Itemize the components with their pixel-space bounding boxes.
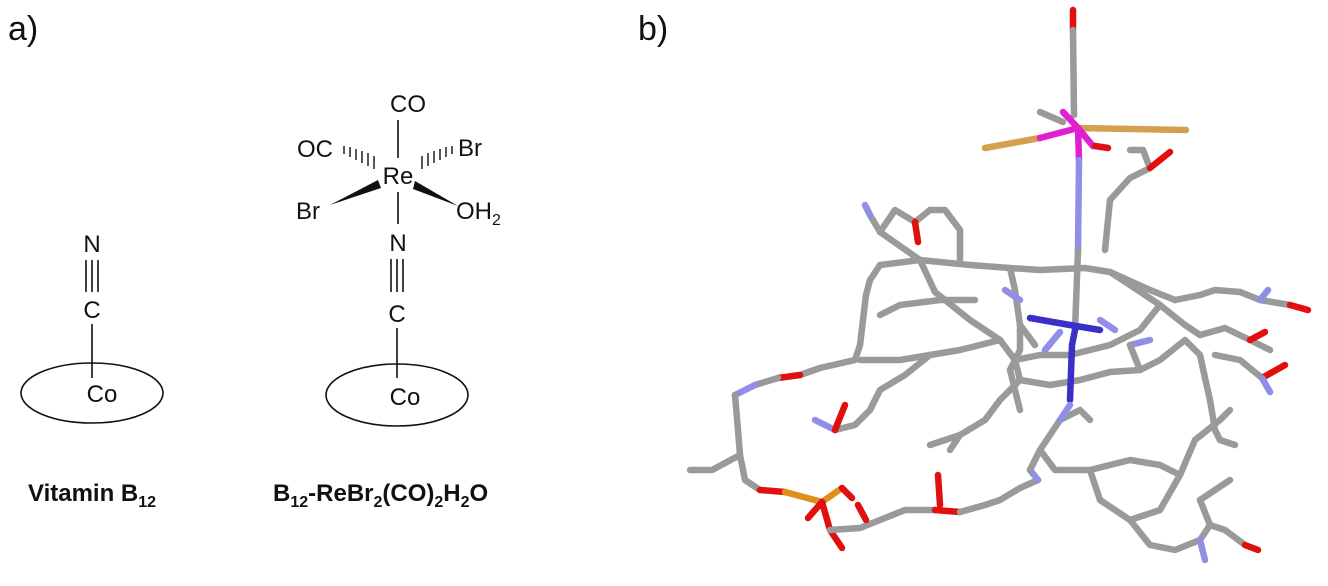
bond-stick <box>756 486 789 496</box>
bond-stick <box>1196 536 1209 564</box>
bond-stick <box>1258 361 1289 382</box>
bond-stick <box>811 416 839 434</box>
bond-stick <box>1066 326 1079 404</box>
metal-re: Re <box>383 163 414 190</box>
bond-stick <box>1036 446 1184 479</box>
complex-atom-c: C <box>388 301 405 328</box>
ligand-oc-left: OC <box>297 136 333 163</box>
bond-stick <box>1206 521 1249 549</box>
bond-stick <box>876 206 934 236</box>
bond-stick <box>838 484 856 502</box>
hashed-wedge-right <box>421 146 453 169</box>
bond-stick <box>1006 321 1024 414</box>
vb12-atom-n: N <box>83 231 100 258</box>
bond-stick <box>1036 301 1164 359</box>
corrin-ring-ellipse <box>325 363 469 427</box>
bond-stick <box>1241 541 1262 554</box>
bond-stick <box>1256 286 1272 304</box>
bond-stick <box>916 256 1044 364</box>
bond-stick <box>1196 476 1234 529</box>
bond-stick <box>1106 268 1204 339</box>
ligand-br-lower-left: Br <box>296 198 320 225</box>
bond-stick <box>1006 264 1039 349</box>
bond-stick <box>818 498 846 552</box>
bond-stick <box>1091 142 1112 152</box>
ligand-oh2: OH2 <box>456 198 501 229</box>
bond-stick <box>686 391 744 474</box>
bond-stick <box>956 476 1042 516</box>
panel-a-label: a) <box>8 10 39 48</box>
bond-stick <box>1211 351 1266 382</box>
bond-stick <box>1176 406 1234 479</box>
bond-stick <box>1041 328 1064 354</box>
panel-b-label: b) <box>638 10 669 48</box>
bond-stick <box>751 374 782 389</box>
bond-stick <box>1126 516 1214 554</box>
vb12-atom-c: C <box>83 297 100 324</box>
bond-stick <box>796 261 884 379</box>
bond-stick <box>831 406 874 434</box>
rhenium-complex-structure: CO OC Br Re Br OH2 N C Co B12-ReBr2(CO)2… <box>273 91 501 511</box>
bond-stick <box>831 401 849 434</box>
bond-stick <box>1036 124 1082 142</box>
bond-stick <box>1101 146 1154 254</box>
bond-stick <box>1086 466 1184 524</box>
bond-stick <box>854 501 870 524</box>
bond-stick <box>804 498 826 522</box>
bond-stick <box>781 484 846 506</box>
bond-stick <box>1126 336 1154 349</box>
bond-stick <box>861 201 874 219</box>
bond-stick <box>1246 328 1269 344</box>
bond-stick <box>736 451 764 494</box>
bond-stick <box>1074 156 1083 254</box>
solid-wedge-left <box>330 180 381 205</box>
bond-stick <box>1056 401 1074 424</box>
bond-stick <box>826 506 939 534</box>
bond-stick <box>1074 124 1190 134</box>
bond-stick <box>1196 324 1274 354</box>
bond-stick <box>1036 108 1067 126</box>
bond-stick <box>1026 314 1104 334</box>
bond-stick <box>774 371 804 382</box>
bond-stick <box>1181 336 1239 449</box>
molecule-stick-model <box>686 6 1312 564</box>
bond-stick <box>926 376 1024 449</box>
bond-stick <box>981 134 1044 152</box>
bond-stick <box>1071 246 1082 334</box>
bond-stick <box>1096 316 1119 334</box>
bond-stick <box>931 506 964 516</box>
bond-stick <box>1171 286 1244 304</box>
corrin-ring-ellipse <box>20 362 164 424</box>
bond-stick <box>1011 336 1189 389</box>
bond-stick <box>1146 148 1174 172</box>
bond-stick <box>1258 374 1274 396</box>
solid-wedge-right <box>413 181 458 206</box>
complex-atom-n: N <box>389 230 406 257</box>
bond-stick <box>1126 341 1144 374</box>
bond-stick <box>1074 124 1083 164</box>
bond-stick <box>911 218 922 246</box>
ligand-co-top: CO <box>390 91 426 118</box>
bond-stick <box>731 381 759 399</box>
hashed-wedge-left <box>343 146 375 169</box>
bond-stick <box>876 256 1179 304</box>
vitamin-b12-caption: Vitamin B12 <box>28 480 156 511</box>
vb12-atom-co: Co <box>87 381 118 408</box>
bond-stick <box>946 431 964 454</box>
bond-stick <box>856 336 1004 364</box>
bond-stick <box>926 206 964 264</box>
bond-stick <box>866 351 934 414</box>
bond-stick <box>1069 26 1078 119</box>
ligand-br-upper-right: Br <box>458 135 482 162</box>
bond-stick <box>876 296 979 319</box>
complex-atom-co: Co <box>390 384 421 411</box>
vitamin-b12-structure: N C Co Vitamin B12 <box>20 231 164 511</box>
rhenium-complex-caption: B12-ReBr2(CO)2H2O <box>273 480 488 511</box>
bond-stick <box>934 471 944 509</box>
bond-stick <box>1001 286 1024 304</box>
bond-stick <box>1286 301 1312 314</box>
